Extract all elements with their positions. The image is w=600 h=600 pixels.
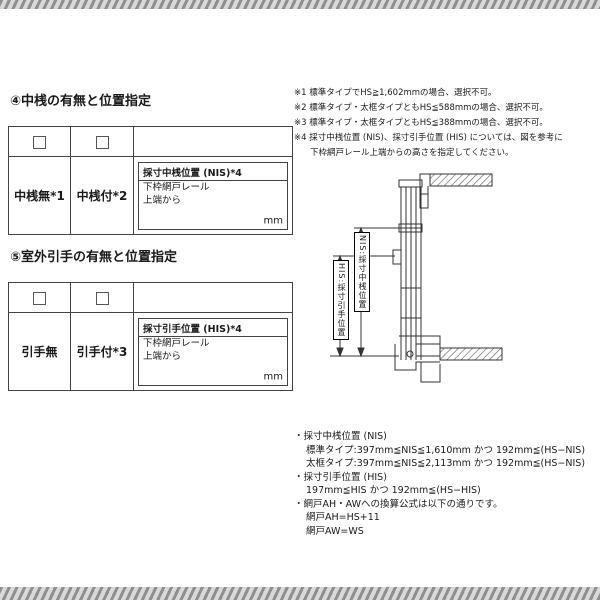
footnotes: ※1 標準タイプでHS≧1,602mmの場合、選択不可。 ※2 標準タイプ・太框… [294,86,598,161]
upper-wall-section [429,173,493,187]
upper-frame-profile [419,173,430,209]
photo-edge-top [0,0,600,9]
footnote-4-cont: 下枠網戸レール上端からの高さを指定してください。 [310,148,514,158]
nis-box-line1: 下枠網戸レール [143,181,210,193]
nis-unit-row: mm [200,214,283,227]
hikite-with-checkbox[interactable] [95,292,109,305]
nakazan-none-checkbox[interactable] [33,136,46,149]
section4-table: 中桟無*1 中桟付*2 採寸中桟位置 (NIS)*4 下枠網戸レール 上端から … [8,126,293,235]
hikite-with-label: 引手付*3 [70,312,134,391]
frame-head-cap [398,179,423,188]
his-box-title: 採寸引手位置 (HIS)*4 [139,319,287,337]
sill-profile-steps [394,344,440,371]
pull-handle-section [392,249,402,265]
nakazan-none-check-cell [8,126,71,157]
hikite-with-check-cell [70,282,134,313]
measurement-specs: ・採寸中桟位置 (NIS) 標準タイプ:397mm≦NIS≦1,610mm かつ… [294,430,598,538]
his-unit-row: mm [200,370,283,383]
hikite-none-label: 引手無 [8,312,71,391]
sill-profile-top [399,335,441,348]
spec-formula-heading: ・網戸AH・AWへの換算公式は以下の通りです。 [294,498,503,510]
his-unit-label: mm [263,371,283,382]
spec-formula-aw: 網戸AW=WS [306,525,364,537]
his-box-line1: 下枠網戸レール [143,337,210,349]
nis-position-box: 採寸中桟位置 (NIS)*4 下枠網戸レール 上端から mm [138,161,288,230]
hikite-none-checkbox[interactable] [33,292,46,305]
footnote-1: ※1 標準タイプでHS≧1,602mmの場合、選択不可。 [294,88,497,98]
nis-position-cell: 採寸中桟位置 (NIS)*4 下枠網戸レール 上端から mm [133,156,293,235]
spec-formula-ah: 網戸AH=HS+11 [306,512,380,523]
section5-table: 引手無 引手付*3 採寸引手位置 (HIS)*4 下枠網戸レール 上端から mm [8,282,293,391]
section5-title: ⑤室外引手の有無と位置指定 [10,250,178,265]
empty-cell [133,282,293,313]
his-dimension-label: HIS:採寸引手位置 [333,260,349,341]
spec-his-heading: ・採寸引手位置 (HIS) [294,471,387,483]
sill-profile-lower [420,362,441,383]
nis-arrow-down [357,347,365,358]
spec-his-range: 197mm≦HIS かつ 192mm≦(HS−HIS) [306,485,481,496]
nis-dimension-label: NIS:採寸中桟位置 [354,232,370,313]
nakazan-with-check-cell [70,126,134,157]
his-position-cell: 採寸引手位置 (HIS)*4 下枠網戸レール 上端から mm [133,312,293,391]
lower-wall-section [439,347,503,361]
nakazan-none-label: 中桟無*1 [8,156,71,235]
his-arrow-down [336,347,344,358]
footnote-3: ※3 標準タイプ・太框タイプともHS≦388mmの場合、選択不可。 [294,118,548,128]
empty-cell [133,126,293,157]
his-value-input[interactable] [200,370,264,383]
nis-box-line2: 上端から [143,194,182,206]
photo-edge-bottom [0,587,600,600]
his-position-box: 採寸引手位置 (HIS)*4 下枠網戸レール 上端から mm [138,317,288,386]
roller-detail [406,350,414,358]
nis-box-title: 採寸中桟位置 (NIS)*4 [139,163,287,181]
section4-title: ④中桟の有無と位置指定 [10,94,152,109]
spec-nis-thick: 太框タイプ:397mm≦NIS≦2,113mm かつ 192mm≦(HS−NIS… [306,458,586,469]
window-cross-section-diagram: HIS:採寸引手位置 NIS:採寸中桟位置 [320,168,592,430]
nakazan-with-label: 中桟付*2 [70,156,134,235]
spec-nis-heading: ・採寸中桟位置 (NIS) [294,431,387,442]
spec-nis-standard: 標準タイプ:397mm≦NIS≦1,610mm かつ 192mm≦(HS−NIS… [306,444,586,456]
his-box-line2: 上端から [143,350,182,362]
footnote-2: ※2 標準タイプ・太框タイプともHS≦588mmの場合、選択不可。 [294,103,548,113]
nis-unit-label: mm [263,215,283,226]
footnote-4: ※4 採寸中桟位置 (NIS)、採寸引手位置 (HIS) については、図を参考に [294,133,563,143]
nis-value-input[interactable] [200,214,264,227]
nakazan-with-checkbox[interactable] [95,136,109,149]
hikite-none-check-cell [8,282,71,313]
